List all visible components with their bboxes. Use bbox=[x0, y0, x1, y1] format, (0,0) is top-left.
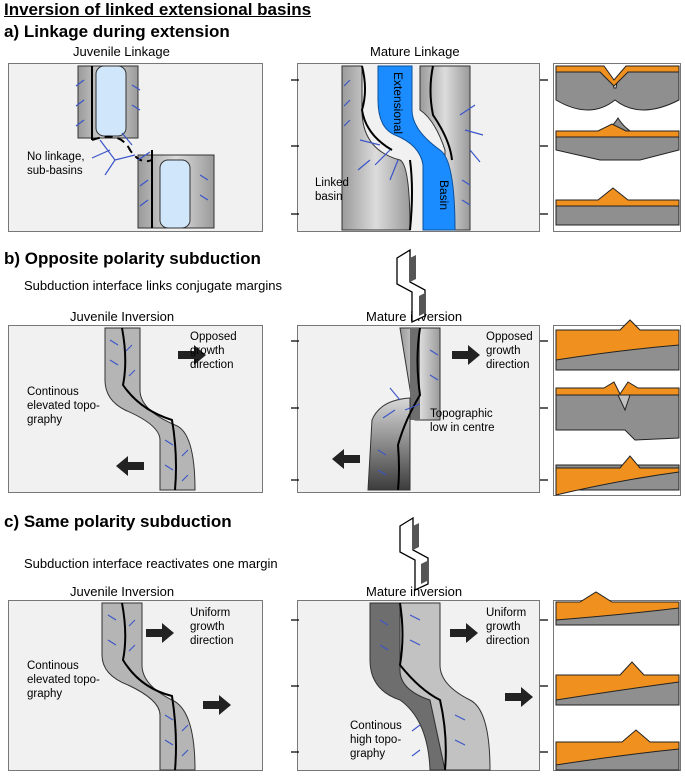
extensional-basin-label-1: Extensional bbox=[391, 72, 405, 134]
panel-c-right-title: Mature inversion bbox=[366, 584, 463, 599]
axis-ticks bbox=[291, 79, 548, 753]
section-b-subtitle: Subduction interface links conjugate mar… bbox=[24, 278, 282, 293]
arrow-right-icon bbox=[505, 687, 533, 707]
panel-b-left-title: Juvenile Inversion bbox=[70, 309, 175, 324]
arrow-left-icon bbox=[116, 456, 144, 476]
b-right-topography-note: Topographic low in centre bbox=[430, 408, 495, 434]
fold-icon-b bbox=[396, 248, 426, 324]
section-b-heading: b) Opposite polarity subduction bbox=[4, 249, 261, 268]
arrow-right-icon bbox=[146, 623, 174, 643]
mature-linkage-drawing bbox=[341, 65, 484, 231]
panel-c-left-title: Juvenile Inversion bbox=[70, 584, 175, 599]
panel-a-right-title: Mature Linkage bbox=[370, 44, 460, 59]
c-left-growth-note: Uniform growth direction bbox=[190, 607, 234, 647]
c-right-growth-note: Uniform growth direction bbox=[486, 607, 530, 647]
b-mature-inversion-drawing bbox=[367, 327, 441, 491]
c-juvenile-inversion-drawing bbox=[101, 602, 196, 771]
c-mature-inversion-drawing bbox=[369, 602, 491, 771]
juvenile-linkage-drawing bbox=[75, 65, 215, 229]
extensional-basin-label-2: Basin bbox=[437, 180, 451, 210]
b-left-topography-note: Continous elevated topo- graphy bbox=[27, 386, 100, 426]
cross-sections-c bbox=[555, 591, 680, 771]
no-linkage-note: No linkage, sub-basins bbox=[27, 151, 85, 177]
cross-sections-a bbox=[555, 65, 680, 226]
c-left-topography-note: Continous elevated topo- graphy bbox=[27, 660, 100, 700]
b-right-growth-note: Opposed growth direction bbox=[486, 331, 533, 371]
panel-a-left-title: Juvenile Linkage bbox=[73, 44, 170, 59]
section-c-heading: c) Same polarity subduction bbox=[4, 512, 232, 531]
c-right-topography-note: Continous high topo- graphy bbox=[350, 720, 402, 760]
arrow-left-icon bbox=[332, 449, 360, 469]
arrow-right-icon bbox=[178, 345, 206, 365]
arrow-right-icon bbox=[203, 695, 231, 715]
fold-icon-c bbox=[399, 516, 429, 592]
arrow-right-icon bbox=[452, 345, 480, 365]
cross-sections-b bbox=[555, 319, 680, 496]
section-a-heading: a) Linkage during extension bbox=[4, 22, 230, 41]
arrow-right-icon bbox=[450, 623, 478, 643]
section-c-subtitle: Subduction interface reactivates one mar… bbox=[24, 556, 278, 571]
b-left-growth-note: Opposed growth direction bbox=[190, 331, 237, 371]
linked-basin-note: Linked basin bbox=[315, 177, 349, 203]
figure-title: Inversion of linked extensional basins bbox=[4, 0, 312, 19]
growth-arrows bbox=[116, 345, 533, 715]
b-juvenile-inversion-drawing bbox=[104, 327, 196, 491]
